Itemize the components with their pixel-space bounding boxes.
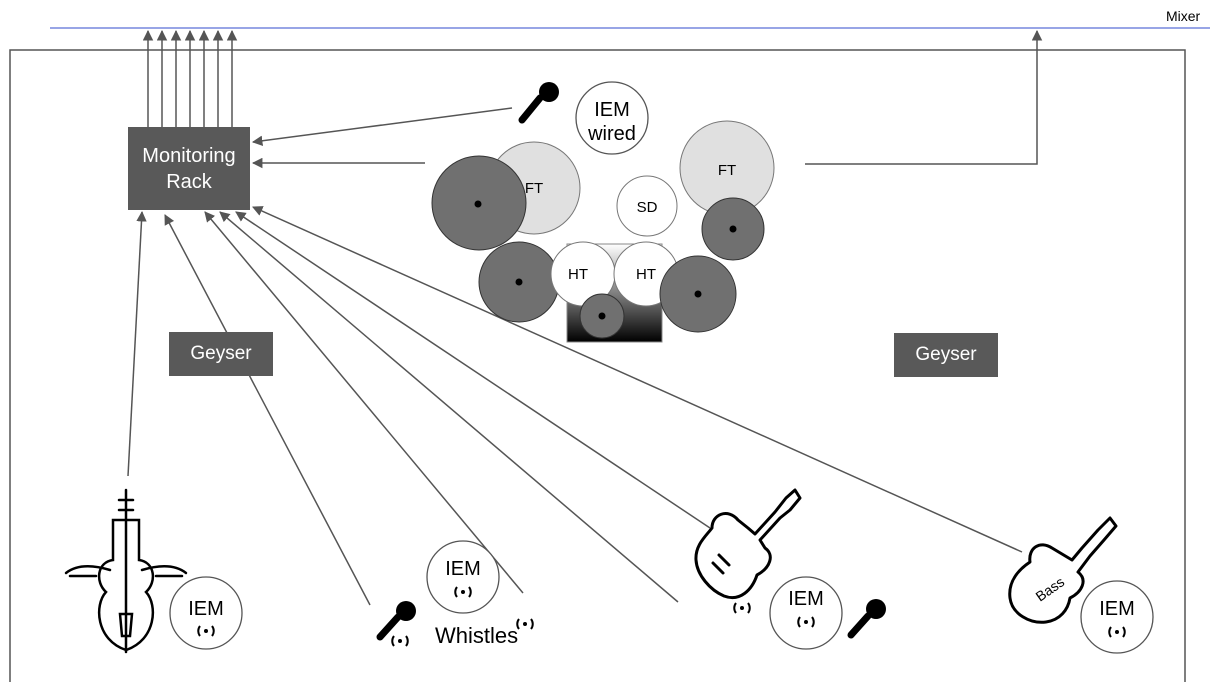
rack-output-arrows <box>142 29 238 127</box>
ht-left-label: HT <box>568 266 588 283</box>
iem-wired-label: IEM <box>594 99 630 121</box>
microphone-icon <box>518 82 559 124</box>
iem-wired-sub: wired <box>587 123 636 145</box>
monitoring-rack: Monitoring Rack <box>128 127 250 210</box>
rack-input-arrows <box>127 107 1023 606</box>
iem-label: IEM <box>788 588 824 610</box>
ft-left-label: FT <box>525 180 543 197</box>
double-bass-icon <box>64 488 188 654</box>
iem-whistles: IEM <box>426 540 500 614</box>
wireless-icon <box>733 602 751 614</box>
iem-label: IEM <box>1099 598 1135 620</box>
microphone-icon <box>376 601 416 641</box>
electric-guitar-icon <box>694 488 802 599</box>
drum-to-mixer-arrow <box>805 29 1043 165</box>
sd-label: SD <box>637 199 658 216</box>
iem-cello: IEM <box>169 576 243 650</box>
iem-wired: IEM wired <box>575 81 649 155</box>
stage-outline <box>9 49 1186 682</box>
iem-bass: IEM <box>1080 580 1154 654</box>
snare-drum <box>616 175 678 237</box>
wireless-icon <box>1108 626 1126 638</box>
bass-label: Bass <box>1033 573 1068 604</box>
geyser-right: Geyser <box>894 333 998 377</box>
ft-right-label: FT <box>718 162 736 179</box>
rack-label-line1: Monitoring <box>142 144 236 167</box>
microphone-icon <box>847 599 886 639</box>
iem-label: IEM <box>445 558 481 580</box>
iem-guitar: IEM <box>769 576 843 650</box>
geyser-left: Geyser <box>169 332 273 376</box>
wireless-icon <box>797 616 815 628</box>
whistles-label: Whistles <box>435 623 519 648</box>
iem-label: IEM <box>188 598 224 620</box>
wireless-icon <box>197 625 215 637</box>
mixer-label: Mixer <box>1166 8 1201 24</box>
rack-label-line2: Rack <box>166 170 212 193</box>
wireless-icon <box>516 618 534 630</box>
drum-kit: FT FT SD HT HT <box>431 120 775 343</box>
wireless-icon <box>454 586 472 598</box>
ht-right-label: HT <box>636 266 656 283</box>
wireless-icon <box>391 635 409 647</box>
